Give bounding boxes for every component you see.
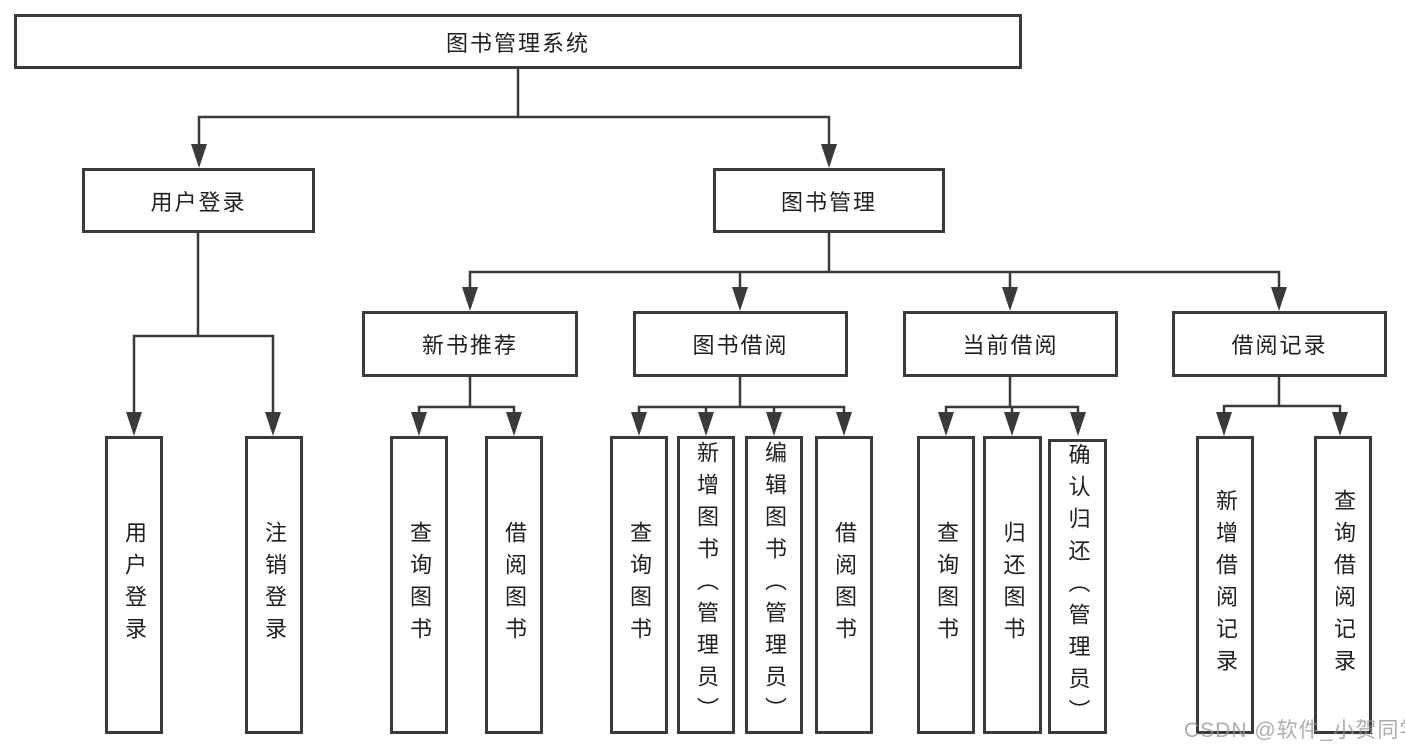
watermark: CSDN @软件_小贺同学 <box>1184 719 1405 742</box>
leaf-borrow-add-books-admin: 新增图书（管理员） <box>677 436 735 734</box>
connector-bookmgmt-to-level3 <box>468 230 1281 306</box>
node-book-borrow: 图书借阅 <box>633 311 848 377</box>
connector-borrow-to-leaves <box>637 374 846 431</box>
node-book-management: 图书管理 <box>713 168 945 233</box>
node-book-management-label: 图书管理 <box>780 189 877 215</box>
leaf-current-return-books-label: 归还图书 <box>1000 521 1026 649</box>
arrowhead <box>462 287 478 311</box>
node-book-borrow-label: 图书借阅 <box>692 333 789 358</box>
leaf-newrec-query-books-label: 查询图书 <box>407 521 432 649</box>
leaf-newrec-borrow-books-label: 借阅图书 <box>502 521 527 649</box>
leaf-newrec-query-books: 查询图书 <box>390 436 448 734</box>
connector-userlogin-to-leaves <box>132 230 275 431</box>
arrowhead <box>1002 287 1018 311</box>
leaf-records-query-record: 查询借阅记录 <box>1314 436 1372 734</box>
leaf-borrow-edit-books-admin-label: 编辑图书（管理员） <box>762 441 787 729</box>
arrowheads <box>126 144 1348 436</box>
leaf-current-confirm-return-admin: 确认归还（管理员） <box>1048 439 1107 734</box>
connector-newrec-to-leaves <box>417 374 516 431</box>
arrowhead <box>411 412 427 436</box>
arrowhead <box>265 412 281 436</box>
leaf-borrow-add-books-admin-label: 新增图书（管理员） <box>694 441 719 729</box>
arrowhead <box>836 412 852 436</box>
leaf-logout-login: 注销登录 <box>245 436 303 734</box>
leaf-records-add-record: 新增借阅记录 <box>1196 436 1254 734</box>
arrowhead <box>1332 412 1348 436</box>
node-borrow-records-label: 借阅记录 <box>1231 333 1328 358</box>
arrowhead <box>732 287 748 311</box>
leaf-borrow-query-books: 查询图书 <box>610 436 668 734</box>
node-root: 图书管理系统 <box>14 14 1022 69</box>
arrowhead <box>821 144 837 168</box>
leaf-newrec-borrow-books: 借阅图书 <box>485 436 543 734</box>
arrowhead <box>766 412 782 436</box>
leaf-logout-login-label: 注销登录 <box>262 521 287 649</box>
node-root-label: 图书管理系统 <box>445 30 590 56</box>
arrowhead <box>698 412 714 436</box>
leaf-user-login: 用户登录 <box>105 436 163 734</box>
node-new-book-recommend-label: 新书推荐 <box>421 333 518 358</box>
node-borrow-records: 借阅记录 <box>1172 311 1387 377</box>
leaf-borrow-borrow-books: 借阅图书 <box>815 436 873 734</box>
leaf-records-add-record-label: 新增借阅记录 <box>1213 489 1238 681</box>
arrowhead <box>1070 412 1086 436</box>
connector-root-to-level2 <box>197 67 831 163</box>
arrowhead <box>191 144 207 168</box>
node-user-login-label: 用户登录 <box>150 189 247 215</box>
leaf-borrow-edit-books-admin: 编辑图书（管理员） <box>745 436 803 734</box>
leaf-borrow-borrow-books-label: 借阅图书 <box>832 521 857 649</box>
arrowhead <box>938 412 954 436</box>
leaf-current-query-books-label: 查询图书 <box>934 521 959 649</box>
arrowhead <box>126 412 142 436</box>
arrowhead <box>631 412 647 436</box>
leaf-user-login-label: 用户登录 <box>122 521 147 649</box>
leaf-current-query-books: 查询图书 <box>917 436 975 734</box>
arrowhead <box>1004 412 1020 436</box>
connector-records-to-leaves <box>1222 374 1342 431</box>
node-user-login: 用户登录 <box>82 168 315 233</box>
arrowhead <box>506 412 522 436</box>
node-current-borrow-label: 当前借阅 <box>962 333 1059 358</box>
leaf-current-return-books: 归还图书 <box>983 436 1042 734</box>
node-new-book-recommend: 新书推荐 <box>362 311 578 377</box>
arrowhead <box>1216 412 1232 436</box>
node-current-borrow: 当前借阅 <box>903 311 1118 377</box>
leaf-records-query-record-label: 查询借阅记录 <box>1331 489 1356 681</box>
leaf-borrow-query-books-label: 查询图书 <box>627 521 652 649</box>
arrowhead <box>1271 287 1287 311</box>
leaf-current-confirm-return-admin-label: 确认归还（管理员） <box>1065 442 1091 731</box>
